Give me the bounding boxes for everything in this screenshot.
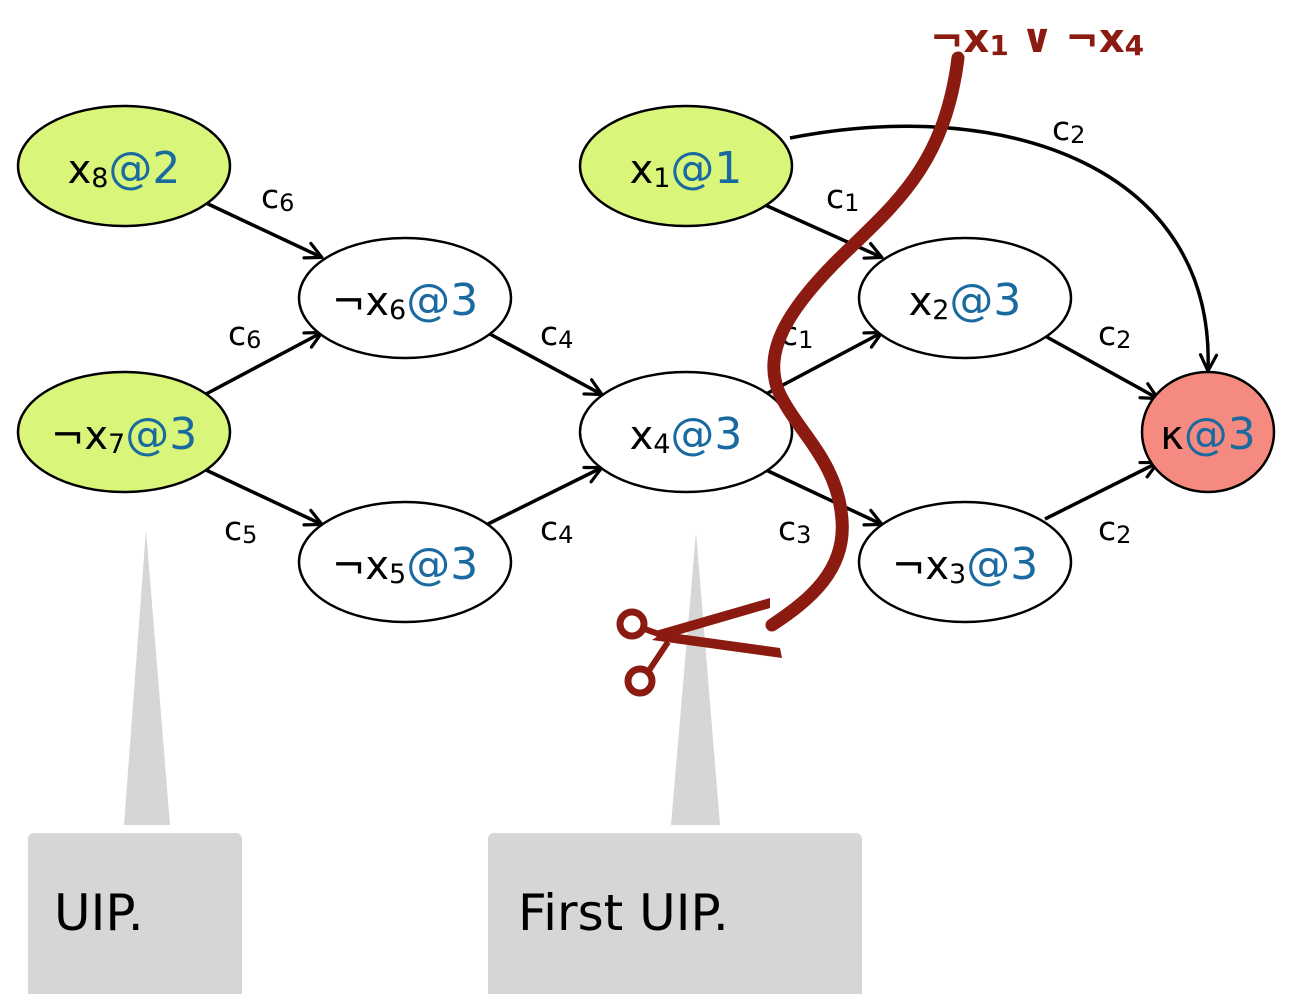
edge-x8-nx6: c6 [205,177,324,260]
svg-text:x8@2: x8@2 [68,143,181,194]
edge-nx6-x4: c4 [487,314,604,397]
callout-first-uip: First UIP. [488,532,862,994]
svg-text:c4: c4 [540,314,573,354]
svg-text:c2: c2 [1098,314,1131,354]
node-x2: x2@3 [857,236,1073,360]
callout-uip-text: UIP. [54,884,144,942]
svg-text:¬x6@3: ¬x6@3 [332,275,478,326]
svg-text:¬x3@3: ¬x3@3 [892,539,1038,590]
node-not-x7: ¬x7@3 [16,370,232,494]
node-x1: x1@1 [578,104,794,228]
scissors-icon [616,598,782,697]
edge-nx7-nx6: c6 [205,314,324,396]
learned-clause: ¬x1∨¬x4 [930,16,1144,62]
callout-first-uip-text: First UIP. [518,884,729,942]
svg-text:c6: c6 [261,177,294,217]
node-not-x6: ¬x6@3 [297,236,513,360]
svg-text:c6: c6 [228,314,261,354]
svg-text:x1@1: x1@1 [630,143,743,194]
edge-x2-k: c2 [1044,314,1160,401]
edge-nx7-nx5: c5 [205,468,324,549]
node-x4: x4@3 [578,370,794,494]
svg-text:x2@3: x2@3 [909,275,1022,326]
svg-text:x4@3: x4@3 [630,409,743,460]
svg-text:¬x7@3: ¬x7@3 [51,409,197,460]
edge-x1-x2: c1 [764,177,884,260]
cut-line [765,51,965,632]
svg-text:c3: c3 [778,509,811,549]
svg-text:c2: c2 [1098,509,1131,549]
svg-text:c1: c1 [826,177,859,217]
edge-x1-k: c2 [789,109,1219,373]
node-not-x3: ¬x3@3 [857,500,1073,624]
svg-text:c5: c5 [224,509,257,549]
node-conflict: κ@3 [1140,370,1276,494]
svg-text:c2: c2 [1052,109,1085,149]
edge-nx3-k: c2 [1044,460,1160,549]
svg-text:c4: c4 [540,509,573,549]
edge-x4-nx3: c3 [765,468,884,549]
edge-nx5-x4: c4 [487,465,604,549]
node-x8: x8@2 [16,104,232,228]
svg-text:¬x5@3: ¬x5@3 [332,539,478,590]
node-not-x5: ¬x5@3 [297,500,513,624]
svg-text:κ@3: κ@3 [1160,409,1256,460]
callout-uip: UIP. [28,530,242,994]
